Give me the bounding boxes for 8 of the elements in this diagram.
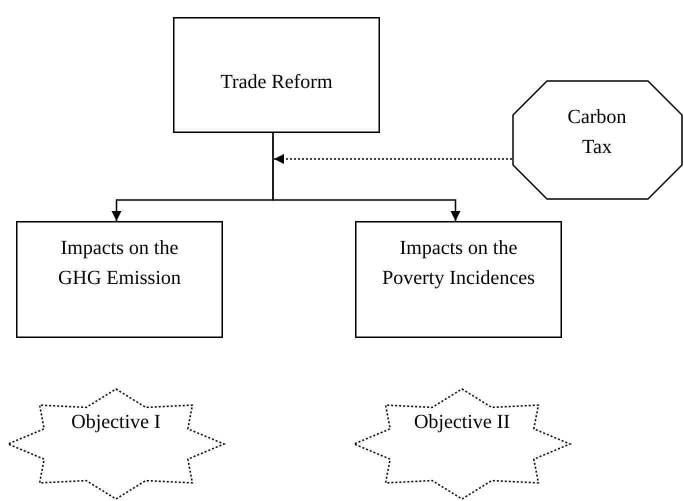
node-label: Objective I [70, 410, 162, 435]
arrow [272, 133, 460, 221]
dotted-arrow [274, 154, 512, 164]
node-label: Objective II [412, 410, 512, 435]
node-label: Trade Reform [219, 70, 334, 95]
node-label: Impacts on the GHG Emission [57, 236, 182, 291]
node-label: Impacts on the Poverty Incidences [381, 236, 536, 291]
node-label: Carbon Tax [566, 105, 628, 160]
